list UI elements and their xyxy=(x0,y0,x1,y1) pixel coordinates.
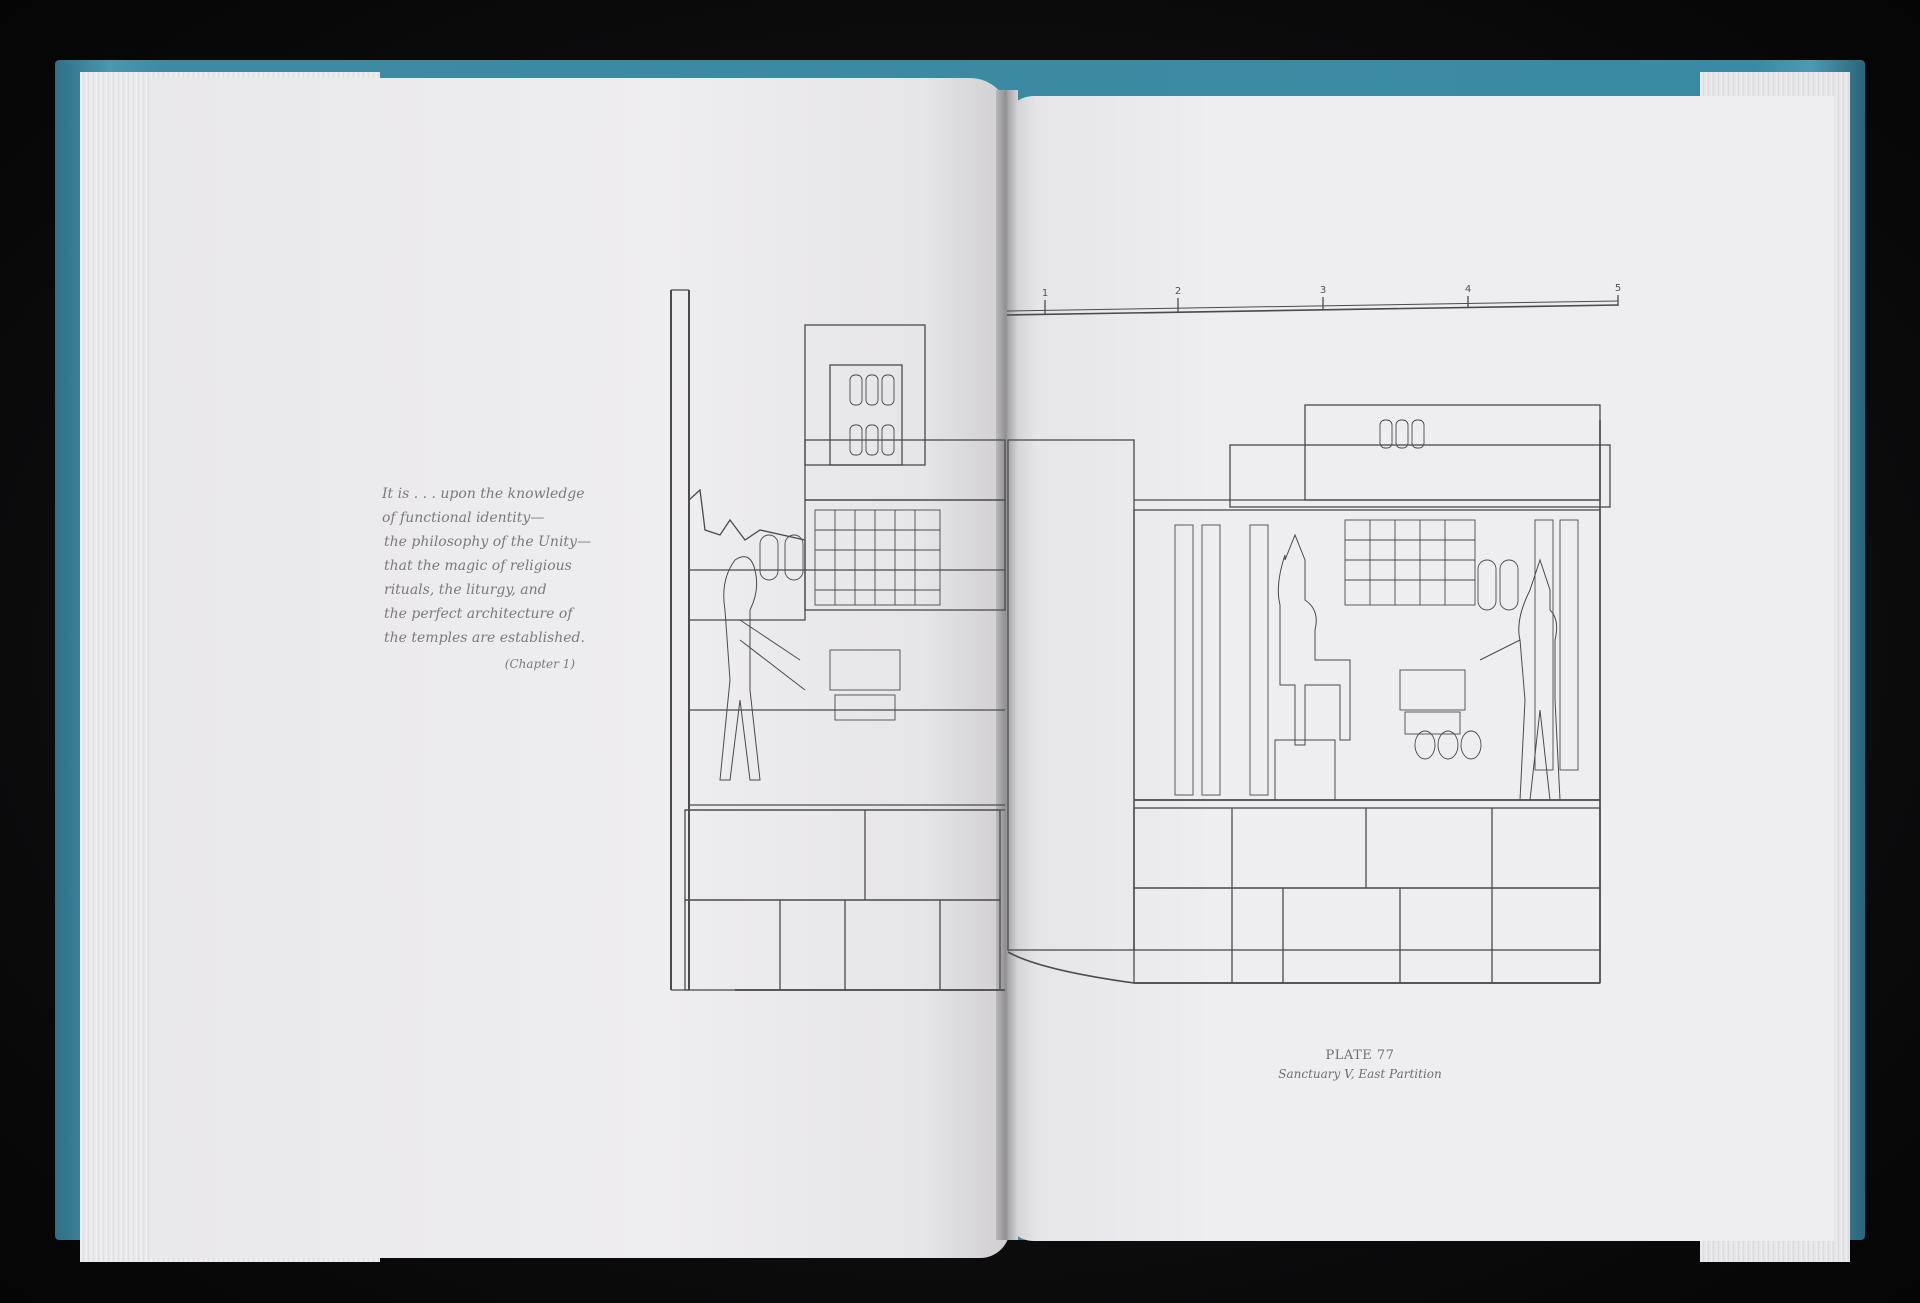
quote-line: that the magic of religious xyxy=(384,558,572,574)
scale-label-5: 5 xyxy=(1615,283,1621,294)
left-page xyxy=(150,78,1010,1258)
book-gutter xyxy=(996,90,1018,1240)
plate-subtitle: Sanctuary V, East Partition xyxy=(1278,1067,1442,1081)
plate-caption: PLATE 77 Sanctuary V, East Partition xyxy=(1210,1048,1510,1081)
scale-label-1: 1 xyxy=(1042,288,1048,299)
scale-bar xyxy=(1006,304,1619,316)
plate-title: PLATE 77 xyxy=(1325,1048,1395,1063)
quote-line: rituals, the liturgy, and xyxy=(384,582,547,598)
scale-label-2: 2 xyxy=(1175,286,1181,297)
quote-line: It is . . . upon the knowledge xyxy=(382,486,585,502)
epigraph-quote: It is . . . upon the knowledge of functi… xyxy=(378,482,603,676)
quote-line: of functional identity— xyxy=(382,510,545,526)
scale-label-3: 3 xyxy=(1320,285,1326,296)
scale-label-4: 4 xyxy=(1465,284,1471,295)
quote-citation: (Chapter 1) xyxy=(504,657,575,671)
quote-line: the temples are established. xyxy=(384,630,585,646)
quote-line: the perfect architecture of xyxy=(384,606,573,622)
quote-line: the philosophy of the Unity— xyxy=(384,534,591,550)
right-page xyxy=(1004,96,1834,1241)
